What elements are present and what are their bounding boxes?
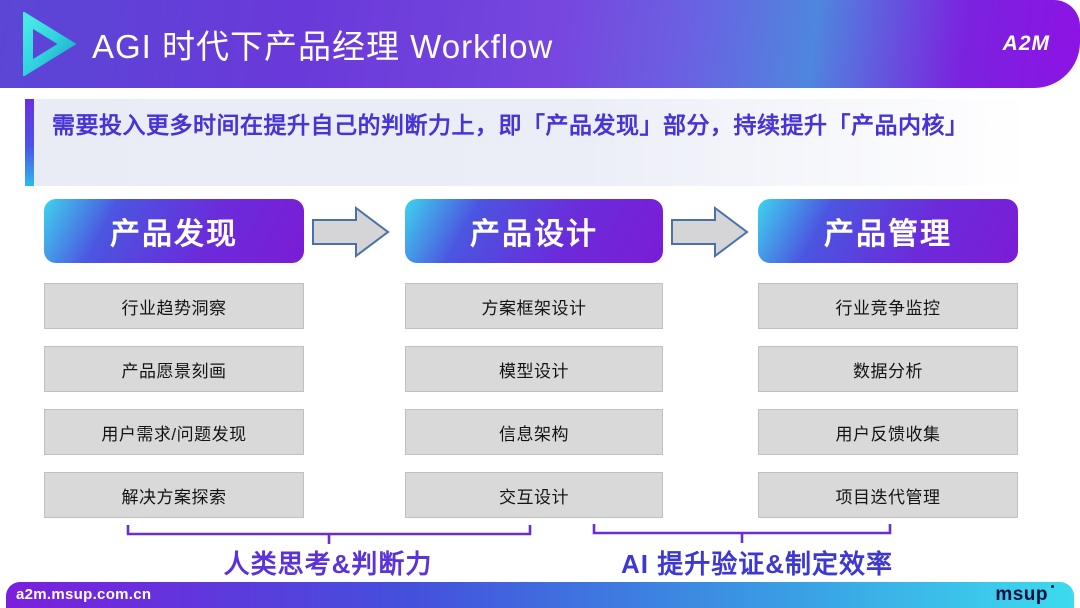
- stage-item: 产品愿景刻画: [44, 346, 304, 392]
- stage-item: 用户反馈收集: [758, 409, 1018, 455]
- msup-logo: msup: [995, 582, 1054, 608]
- footer-url: a2m.msup.com.cn: [16, 586, 152, 603]
- stage-column-discovery: 产品发现 行业趋势洞察 产品愿景刻画 用户需求/问题发现 解决方案探索: [44, 199, 304, 535]
- right-arrow-icon: [312, 206, 390, 258]
- stage-item: 项目迭代管理: [758, 472, 1018, 518]
- stage-column-management: 产品管理 行业竞争监控 数据分析 用户反馈收集 项目迭代管理: [758, 199, 1018, 535]
- brace-label-human: 人类思考&判断力: [223, 549, 433, 579]
- stage-item: 用户需求/问题发现: [44, 409, 304, 455]
- stage-item: 交互设计: [405, 472, 663, 518]
- stage-item: 方案框架设计: [405, 283, 663, 329]
- msup-trademark-dot: [1051, 585, 1054, 588]
- stage-item: 行业竞争监控: [758, 283, 1018, 329]
- callout-accent-bar: [25, 99, 34, 186]
- stage-item: 行业趋势洞察: [44, 283, 304, 329]
- bracket-right: [592, 524, 892, 543]
- brace-label-ai: AI 提升验证&制定效率: [620, 549, 893, 579]
- stage-item: 解决方案探索: [44, 472, 304, 518]
- play-triangle-icon: [15, 11, 77, 77]
- callout-text: 需要投入更多时间在提升自己的判断力上，即「产品发现」部分，持续提升「产品内核」: [34, 99, 1030, 186]
- stage-header: 产品管理: [758, 199, 1018, 263]
- bracket-left: [126, 525, 532, 544]
- page-title: AGI 时代下产品经理 Workflow: [92, 28, 554, 65]
- stage-item: 信息架构: [405, 409, 663, 455]
- right-arrow-icon: [671, 206, 749, 258]
- a2m-logo: A2M: [1002, 32, 1050, 55]
- stage-item: 模型设计: [405, 346, 663, 392]
- stage-column-design: 产品设计 方案框架设计 模型设计 信息架构 交互设计: [405, 199, 663, 535]
- header-bar: AGI 时代下产品经理 Workflow A2M: [0, 0, 1080, 88]
- stage-header: 产品设计: [405, 199, 663, 263]
- stage-item: 数据分析: [758, 346, 1018, 392]
- stage-header: 产品发现: [44, 199, 304, 263]
- footer-bar: a2m.msup.com.cn msup: [6, 582, 1074, 608]
